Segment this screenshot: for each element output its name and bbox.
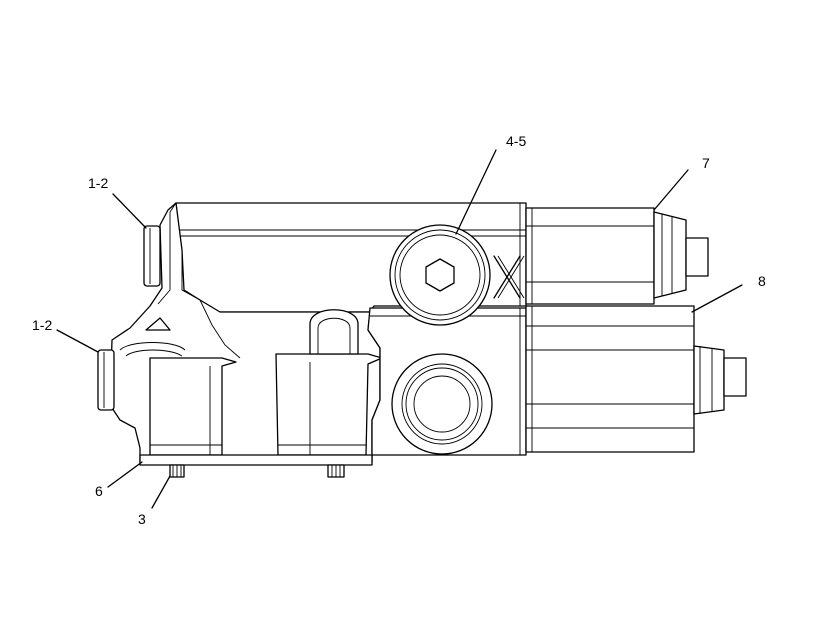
solenoid-upper [525, 207, 709, 305]
left-fitting-lower [97, 349, 115, 411]
x-mark [493, 255, 525, 299]
left-fitting-upper [143, 225, 161, 287]
callout-7: 7 [702, 155, 710, 171]
lower-left-block [149, 357, 237, 456]
leader-lines [56, 149, 743, 509]
bottom-bolt-right [327, 464, 345, 478]
callout-6: 6 [95, 483, 103, 499]
lower-center-block [275, 309, 383, 456]
leader-6 [107, 461, 143, 488]
leader-8 [691, 284, 743, 313]
bottom-bolt-left [169, 464, 185, 478]
leader-1-2-upper [112, 193, 147, 229]
port-plug-hex-socket [389, 224, 491, 326]
callout-8: 8 [758, 273, 766, 289]
leader-4-5 [455, 149, 497, 235]
callout-4-5: 4-5 [506, 133, 526, 149]
callout-1-2-upper: 1-2 [88, 175, 108, 191]
leader-3 [151, 475, 171, 509]
leader-7 [653, 169, 689, 211]
base-plate [139, 454, 373, 466]
callout-3: 3 [138, 511, 146, 527]
solenoid-lower [525, 305, 747, 453]
callout-1-2-lower: 1-2 [32, 317, 52, 333]
leader-1-2-lower [56, 329, 99, 353]
lower-port [391, 353, 493, 455]
